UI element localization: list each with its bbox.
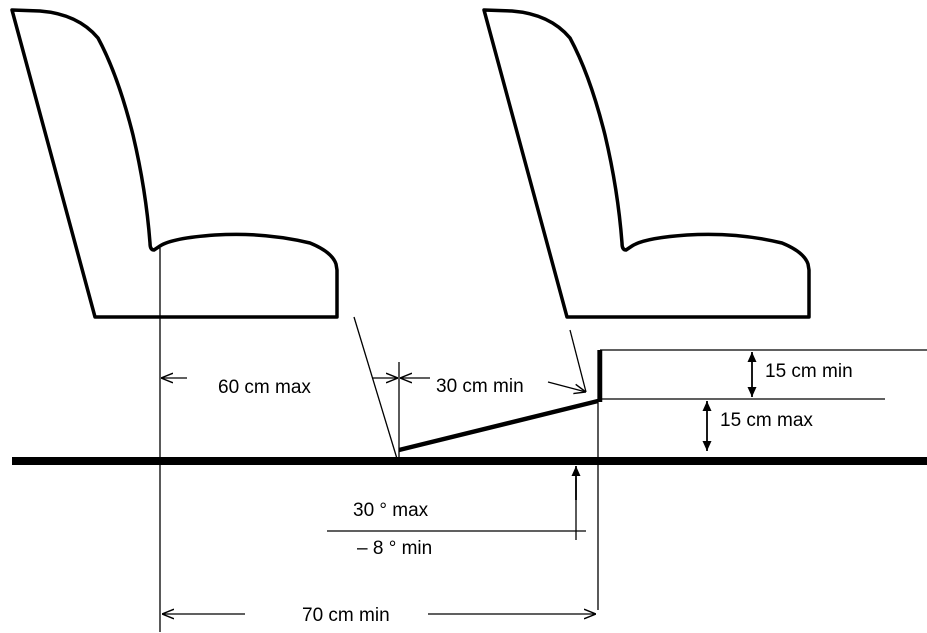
angle-min-label: – 8 ° min [357, 538, 432, 559]
lower-step-height-label: 15 cm max [720, 410, 813, 431]
upper-step-height-label: 15 cm min [765, 361, 853, 382]
left-seat-outline [10, 8, 339, 319]
total-distance-label: 70 cm min [302, 605, 390, 626]
right-seat-outline [482, 8, 811, 319]
gap-right-arrow [547, 381, 586, 392]
gap-label: 30 cm min [436, 376, 524, 397]
angle-max-label: 30 ° max [353, 500, 429, 521]
left-seat-slope-line [353, 316, 399, 463]
seat-to-step-label: 60 cm max [218, 377, 311, 398]
ramp-line [398, 398, 599, 453]
right-seat-slope-line [569, 329, 587, 393]
